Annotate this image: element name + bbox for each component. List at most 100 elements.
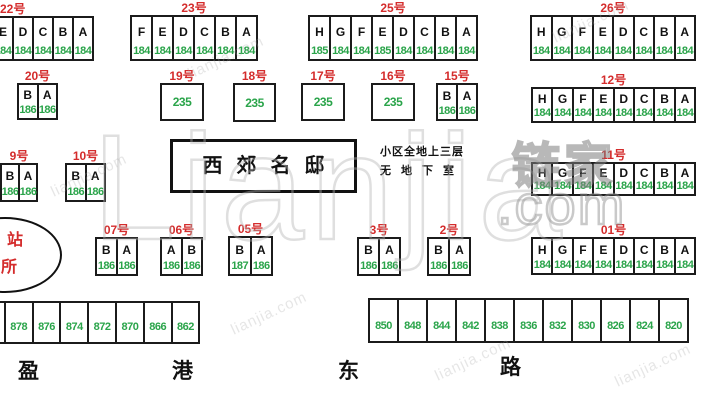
unit-area-value: 235 xyxy=(313,95,333,109)
unit-letter: A xyxy=(680,165,690,180)
building-12-label: 12号 xyxy=(600,73,627,87)
unit-letter: F xyxy=(137,24,146,39)
unit-area-value: 184 xyxy=(154,45,171,57)
unit-letter: B xyxy=(221,24,230,39)
unit-letter: A xyxy=(680,242,690,257)
info-note: 小区全地上三层 无地下室 xyxy=(380,147,464,177)
unit-area-value: 184 xyxy=(656,259,673,271)
unit-letter: C xyxy=(38,25,48,39)
address-number: 870 xyxy=(121,321,139,333)
unit-letter: G xyxy=(557,165,568,180)
unit-area-value: 184 xyxy=(54,45,72,57)
address-cell: 832 xyxy=(542,298,573,343)
station-char-2: 所 xyxy=(1,259,18,276)
address-cell: 826 xyxy=(600,298,631,343)
unit-area-value: 184 xyxy=(655,45,673,57)
building-16: 16号 235 xyxy=(371,70,415,121)
unit-area-value: 184 xyxy=(437,45,454,57)
unit-area-value: 184 xyxy=(133,45,150,57)
address-cell: 820 xyxy=(658,298,689,343)
address-number: 832 xyxy=(549,320,566,332)
address-cell: 878 xyxy=(3,301,34,344)
unit-letter: B xyxy=(660,242,669,257)
building-10-label: 10号 xyxy=(72,149,99,163)
unit-area-value: 184 xyxy=(554,180,572,192)
unit-area-value: 186 xyxy=(451,260,468,272)
unit-letter: C xyxy=(420,24,429,39)
address-cell: 862 xyxy=(170,301,201,344)
unit-area-value: 186 xyxy=(183,260,201,272)
unit-area-value: 186 xyxy=(86,186,104,198)
unit-letter: E xyxy=(599,242,608,257)
unit-area-value: 184 xyxy=(635,45,653,57)
address-number: 844 xyxy=(433,320,450,332)
address-number: 876 xyxy=(38,321,55,333)
unit-letter: H xyxy=(537,91,547,106)
unit-area-value: 184 xyxy=(533,107,551,119)
unit-area-value: 235 xyxy=(383,95,403,109)
unit-letter: D xyxy=(619,165,629,180)
unit-letter: F xyxy=(579,91,587,106)
unit-letter: C xyxy=(639,165,649,180)
unit-letter: F xyxy=(578,24,586,39)
unit-letter: C xyxy=(639,91,649,106)
unit-cell: 235 xyxy=(233,83,276,122)
unit-area-value: 184 xyxy=(635,259,653,271)
unit-area-value: 186 xyxy=(97,260,115,272)
unit-letter: A xyxy=(680,24,690,39)
unit-cell: 235 xyxy=(160,83,204,121)
address-number: 842 xyxy=(462,320,479,332)
unit-letter: A xyxy=(680,91,690,106)
unit-area-value: 186 xyxy=(458,105,476,117)
unit-area-value: 186 xyxy=(38,104,56,116)
unit-letter: B xyxy=(71,169,81,183)
unit-area-value: 186 xyxy=(252,260,270,272)
unit-area-value: 184 xyxy=(395,45,412,57)
unit-area-value: 186 xyxy=(1,186,19,198)
unit-area-value: 185 xyxy=(374,45,391,57)
unit-letter: G xyxy=(335,24,346,39)
unit-cell: F 184 xyxy=(130,15,153,61)
address-number: 866 xyxy=(149,321,167,333)
unit-area-value: 184 xyxy=(635,180,653,192)
unit-area-value: 235 xyxy=(245,95,264,110)
unit-area-value: 186 xyxy=(118,260,136,272)
unit-area-value: 186 xyxy=(430,260,447,272)
unit-letter: D xyxy=(399,24,408,39)
unit-letter: E xyxy=(0,25,7,39)
unit-area-value: 184 xyxy=(615,259,633,271)
building-2-label: 2号 xyxy=(439,223,459,237)
unit-area-value: 186 xyxy=(19,104,37,116)
unit-area-value: 184 xyxy=(594,259,612,271)
unit-letter: A xyxy=(462,24,471,39)
unit-area-value: 184 xyxy=(533,180,551,192)
building-18: 18号 235 xyxy=(233,70,276,122)
